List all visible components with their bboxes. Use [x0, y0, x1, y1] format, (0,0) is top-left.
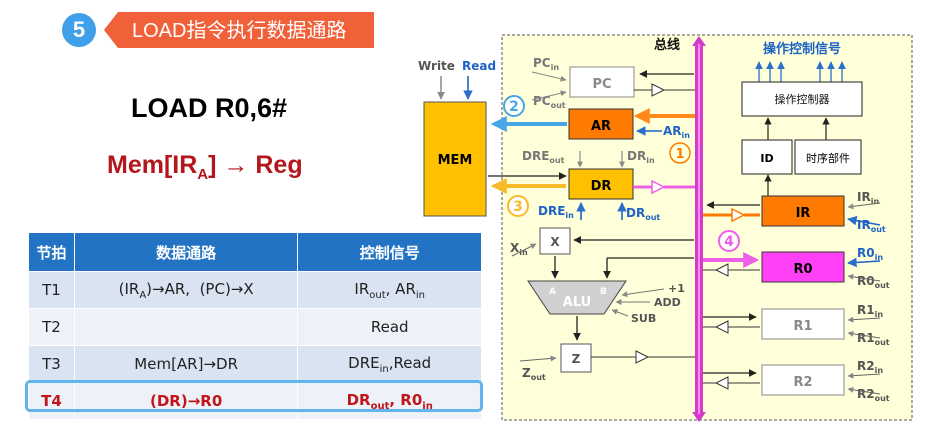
r0-box [761, 251, 845, 283]
x-label: X [550, 235, 560, 249]
z-box [560, 343, 592, 373]
pc-box [569, 66, 635, 98]
path-cell: (IRA)→AR, (PC)→X [73, 271, 299, 309]
svg-text:4: 4 [724, 234, 734, 250]
col-beat: 节拍 [28, 232, 75, 272]
step-number-badge: 5 [62, 13, 96, 47]
step4-marker [718, 230, 740, 252]
table-header-row: 节拍 数据通路 控制信号 [28, 232, 482, 272]
dre-in-label: DREin [538, 204, 574, 220]
controller-box [741, 81, 863, 117]
alu-input-a: A [549, 287, 556, 297]
alu-label: ALU [563, 295, 591, 310]
transfer-formula: Mem[IRA] → Reg [107, 151, 303, 183]
z-label: Z [572, 352, 581, 366]
table-row: T1 (IRA)→AR, (PC)→X IRout, ARin [28, 271, 482, 309]
ar-box [568, 108, 634, 140]
plus1-label: +1 [668, 282, 685, 295]
read-label: Read [462, 59, 496, 73]
signal-cell: DRout, R0in [297, 382, 482, 420]
step1-marker [669, 142, 691, 164]
table-row: T3 Mem[AR]→DR DREin,Read [28, 345, 482, 383]
x-box [539, 227, 571, 255]
id-label: ID [760, 152, 773, 165]
sub-label: SUB [631, 312, 656, 325]
svg-text:2: 2 [509, 99, 519, 115]
beat-cell: T4 [28, 382, 75, 420]
table-row: T2 Read [28, 308, 482, 346]
mem-label: MEM [438, 153, 473, 168]
r1-box [761, 308, 845, 340]
bus-label: 总线 [654, 37, 680, 53]
mem-box [423, 101, 487, 217]
svg-text:3: 3 [513, 199, 523, 215]
control-signals-label: 操作控制信号 [763, 41, 841, 57]
signal-cell: DREin,Read [297, 345, 482, 383]
alu-unit [527, 280, 627, 315]
pc-label: PC [592, 77, 611, 92]
page-title: LOAD指令执行数据通路 [132, 20, 347, 42]
id-box [741, 139, 793, 175]
ir-label: IR [796, 206, 811, 221]
beat-cell: T2 [28, 308, 75, 346]
instruction-label: LOAD R0,6# [131, 93, 288, 123]
datapath-table: 节拍 数据通路 控制信号 T1 (IRA)→AR, (PC)→X IRout, … [28, 232, 482, 420]
beat-cell: T3 [28, 345, 75, 383]
signal-cell: Read [297, 308, 482, 346]
r2-box [761, 364, 845, 396]
alu-input-b: B [600, 287, 607, 297]
table-row-highlighted: T4 (DR)→R0 DRout, R0in [28, 382, 482, 420]
timing-box [794, 139, 862, 175]
dr-box [568, 168, 634, 200]
timing-label: 时序部件 [806, 151, 850, 165]
dr-label: DR [591, 179, 612, 194]
title-banner [104, 12, 374, 48]
path-cell [73, 308, 299, 346]
svg-text:1: 1 [675, 147, 684, 162]
r1-label: R1 [793, 319, 812, 334]
step3-marker [507, 195, 529, 217]
col-signal: 控制信号 [297, 232, 482, 272]
step2-marker [503, 95, 525, 117]
r2-label: R2 [793, 375, 812, 390]
controller-label: 操作控制器 [775, 92, 830, 106]
ar-label: AR [591, 119, 611, 134]
add-label: ADD [654, 296, 681, 309]
r0-label: R0 [793, 262, 812, 277]
path-cell: (DR)→R0 [73, 382, 299, 420]
path-cell: Mem[AR]→DR [73, 345, 299, 383]
write-label: Write [418, 59, 455, 73]
ir-box [761, 195, 845, 227]
beat-cell: T1 [28, 271, 75, 309]
